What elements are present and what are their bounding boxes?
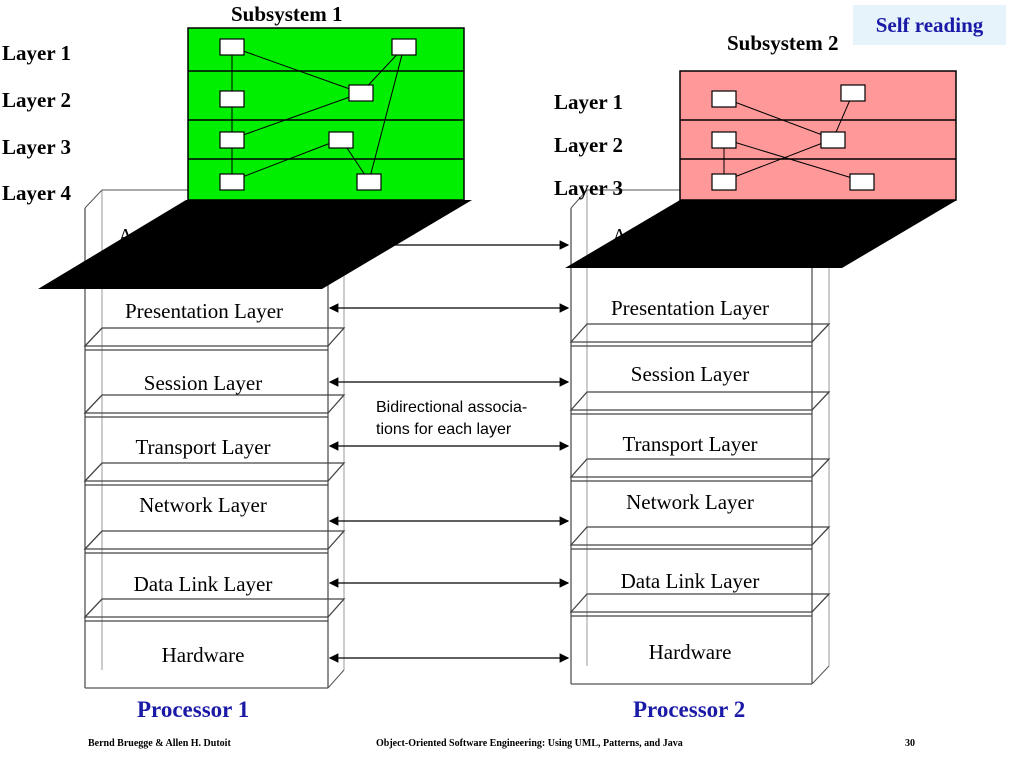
component-box bbox=[849, 173, 875, 191]
osi-layer-label-p1: Data Link Layer bbox=[134, 572, 273, 596]
subsystem-1-box bbox=[187, 27, 465, 201]
subsystem-1-title: Subsystem 1 bbox=[231, 2, 342, 26]
subsystem-2-layer-label: Layer 1 bbox=[554, 90, 623, 114]
osi-layer-label-p2: Presentation Layer bbox=[611, 296, 769, 320]
osi-layer-label-p1: Presentation Layer bbox=[125, 299, 283, 323]
component-box bbox=[840, 84, 866, 102]
subsystem-1-base-plane bbox=[38, 200, 472, 289]
component-box bbox=[348, 84, 374, 102]
subsystem-1-layer-label: Layer 2 bbox=[2, 88, 71, 112]
footer-page-number: 30 bbox=[905, 738, 915, 749]
component-box bbox=[219, 173, 245, 191]
association-note-line-2: tions for each layer bbox=[376, 421, 512, 438]
component-box bbox=[711, 173, 737, 191]
processor-1-stack bbox=[83, 189, 346, 689]
osi-layer-label-p2: Network Layer bbox=[626, 490, 754, 514]
osi-layer-label-p2: Session Layer bbox=[631, 362, 749, 386]
subsystem-2-layer-label: Layer 2 bbox=[554, 133, 623, 157]
osi-layer-label-p1: Hardware bbox=[162, 643, 245, 667]
footer-book-title: Object-Oriented Software Engineering: Us… bbox=[376, 738, 683, 749]
subsystem-1-layer-label: Layer 3 bbox=[2, 135, 71, 159]
osi-layer-label-p1: Session Layer bbox=[144, 371, 262, 395]
component-box bbox=[391, 38, 417, 56]
osi-layer-label-p2: Hardware bbox=[649, 640, 732, 664]
component-box bbox=[356, 173, 382, 191]
component-box bbox=[219, 38, 245, 56]
processor-1-label: Processor 1 bbox=[137, 697, 249, 722]
association-note-line-1: Bidirectional associa- bbox=[376, 399, 527, 416]
processor-2-stack bbox=[569, 189, 831, 685]
subsystem-2-box bbox=[679, 70, 957, 201]
component-box bbox=[328, 131, 354, 149]
subsystem-2-title: Subsystem 2 bbox=[727, 31, 838, 55]
subsystem-2-layer-label: Layer 3 bbox=[554, 176, 623, 200]
component-box bbox=[219, 131, 245, 149]
footer-authors: Bernd Bruegge & Allen H. Dutoit bbox=[88, 738, 231, 749]
subsystem-2-base-plane bbox=[565, 200, 957, 268]
bidirectional-arrows bbox=[328, 240, 570, 663]
component-box bbox=[219, 90, 245, 108]
osi-layer-label-p1: Network Layer bbox=[139, 493, 267, 517]
component-box bbox=[711, 90, 737, 108]
osi-layer-label-p2: Transport Layer bbox=[622, 432, 757, 456]
subsystem-1-layer-label: Layer 4 bbox=[2, 181, 72, 205]
osi-layer-label-p2: Data Link Layer bbox=[621, 569, 760, 593]
component-box bbox=[820, 131, 846, 149]
subsystem-1-layer-label: Layer 1 bbox=[2, 41, 71, 65]
self-reading-badge: Self reading bbox=[853, 5, 1006, 45]
osi-layer-label-p1: Transport Layer bbox=[135, 435, 270, 459]
component-box bbox=[711, 131, 737, 149]
processor-2-label: Processor 2 bbox=[633, 697, 745, 722]
